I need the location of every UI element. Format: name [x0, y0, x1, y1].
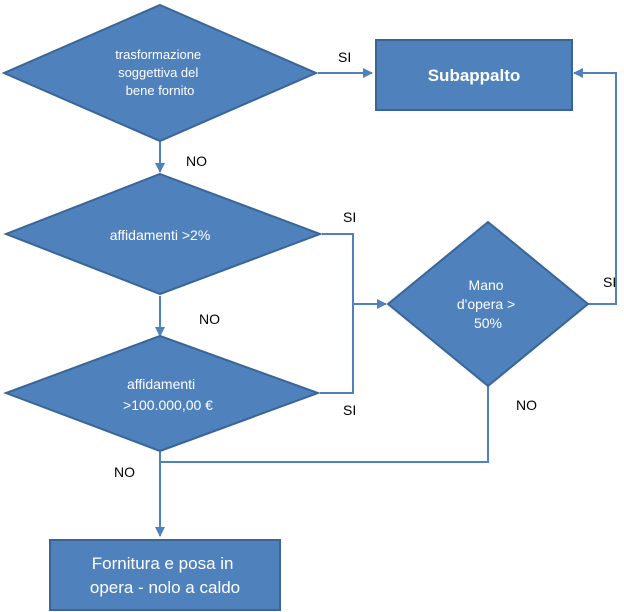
edge-label-si-top: SI [338, 49, 351, 65]
process-supply-install-line-2: opera - nolo a caldo [90, 578, 240, 597]
process-supply-install-line-1: Fornitura e posa in [92, 554, 234, 573]
decision-transformation-line-1: trasformazione [115, 47, 201, 62]
edge-label-no-bottom: NO [114, 464, 135, 480]
svg-text:Subappalto: Subappalto [428, 66, 521, 85]
decision-transformation: trasformazione soggettiva del bene forni… [1, 3, 319, 143]
connectors [155, 68, 617, 537]
decision-labour-share: Mano d'opera > 50% [386, 220, 590, 388]
svg-text:Mano d'opera > 50%: Mano d'opera > 50% [457, 277, 519, 331]
edge-label-si-right: SI [603, 274, 616, 290]
edge-threshold-percent-to-labour-share [322, 233, 387, 309]
decision-labour-share-line-2: d'opera > [457, 296, 515, 312]
edge-labels: SI NO SI NO SI SI NO NO [114, 49, 616, 480]
decision-threshold-percent-line-1: affidamenti >2% [110, 227, 211, 243]
process-supply-install: Fornitura e posa in opera - nolo a caldo [49, 539, 281, 611]
edge-labour-share-no [160, 386, 489, 463]
edge-label-no-right: NO [516, 397, 537, 413]
decision-labour-share-line-1: Mano [469, 277, 504, 293]
svg-text:affidamenti >100.000,00: affidamenti >100.000,00 € [123, 376, 213, 413]
edge-label-no-1: NO [186, 153, 207, 169]
decision-threshold-amount-line-2: >100.000,00 € [123, 397, 213, 413]
svg-text:affidamenti >2%: affidamenti >2% [110, 227, 211, 243]
process-subcontract: Subappalto [375, 39, 573, 111]
svg-text:Fornitura e posa in oper: Fornitura e posa in opera - nolo a caldo [90, 554, 240, 597]
decision-transformation-line-2: soggettiva del [118, 65, 198, 80]
process-subcontract-label: Subappalto [428, 66, 521, 85]
decision-threshold-percent: affidamenti >2% [3, 172, 323, 296]
svg-text:trasformazione soggettiv: trasformazione soggettiva del bene forni… [115, 47, 205, 98]
edge-label-si-mid: SI [343, 209, 356, 225]
decision-transformation-line-3: bene fornito [126, 83, 195, 98]
decision-threshold-amount-line-1: affidamenti [127, 376, 195, 392]
edge-label-si-low: SI [343, 402, 356, 418]
edge-label-no-2: NO [199, 311, 220, 327]
decision-labour-share-line-3: 50% [474, 315, 502, 331]
edge-threshold-amount-to-labour-share [320, 304, 354, 394]
decision-threshold-amount: affidamenti >100.000,00 € [3, 334, 321, 453]
edge-labour-share-to-subcontract [573, 68, 617, 305]
